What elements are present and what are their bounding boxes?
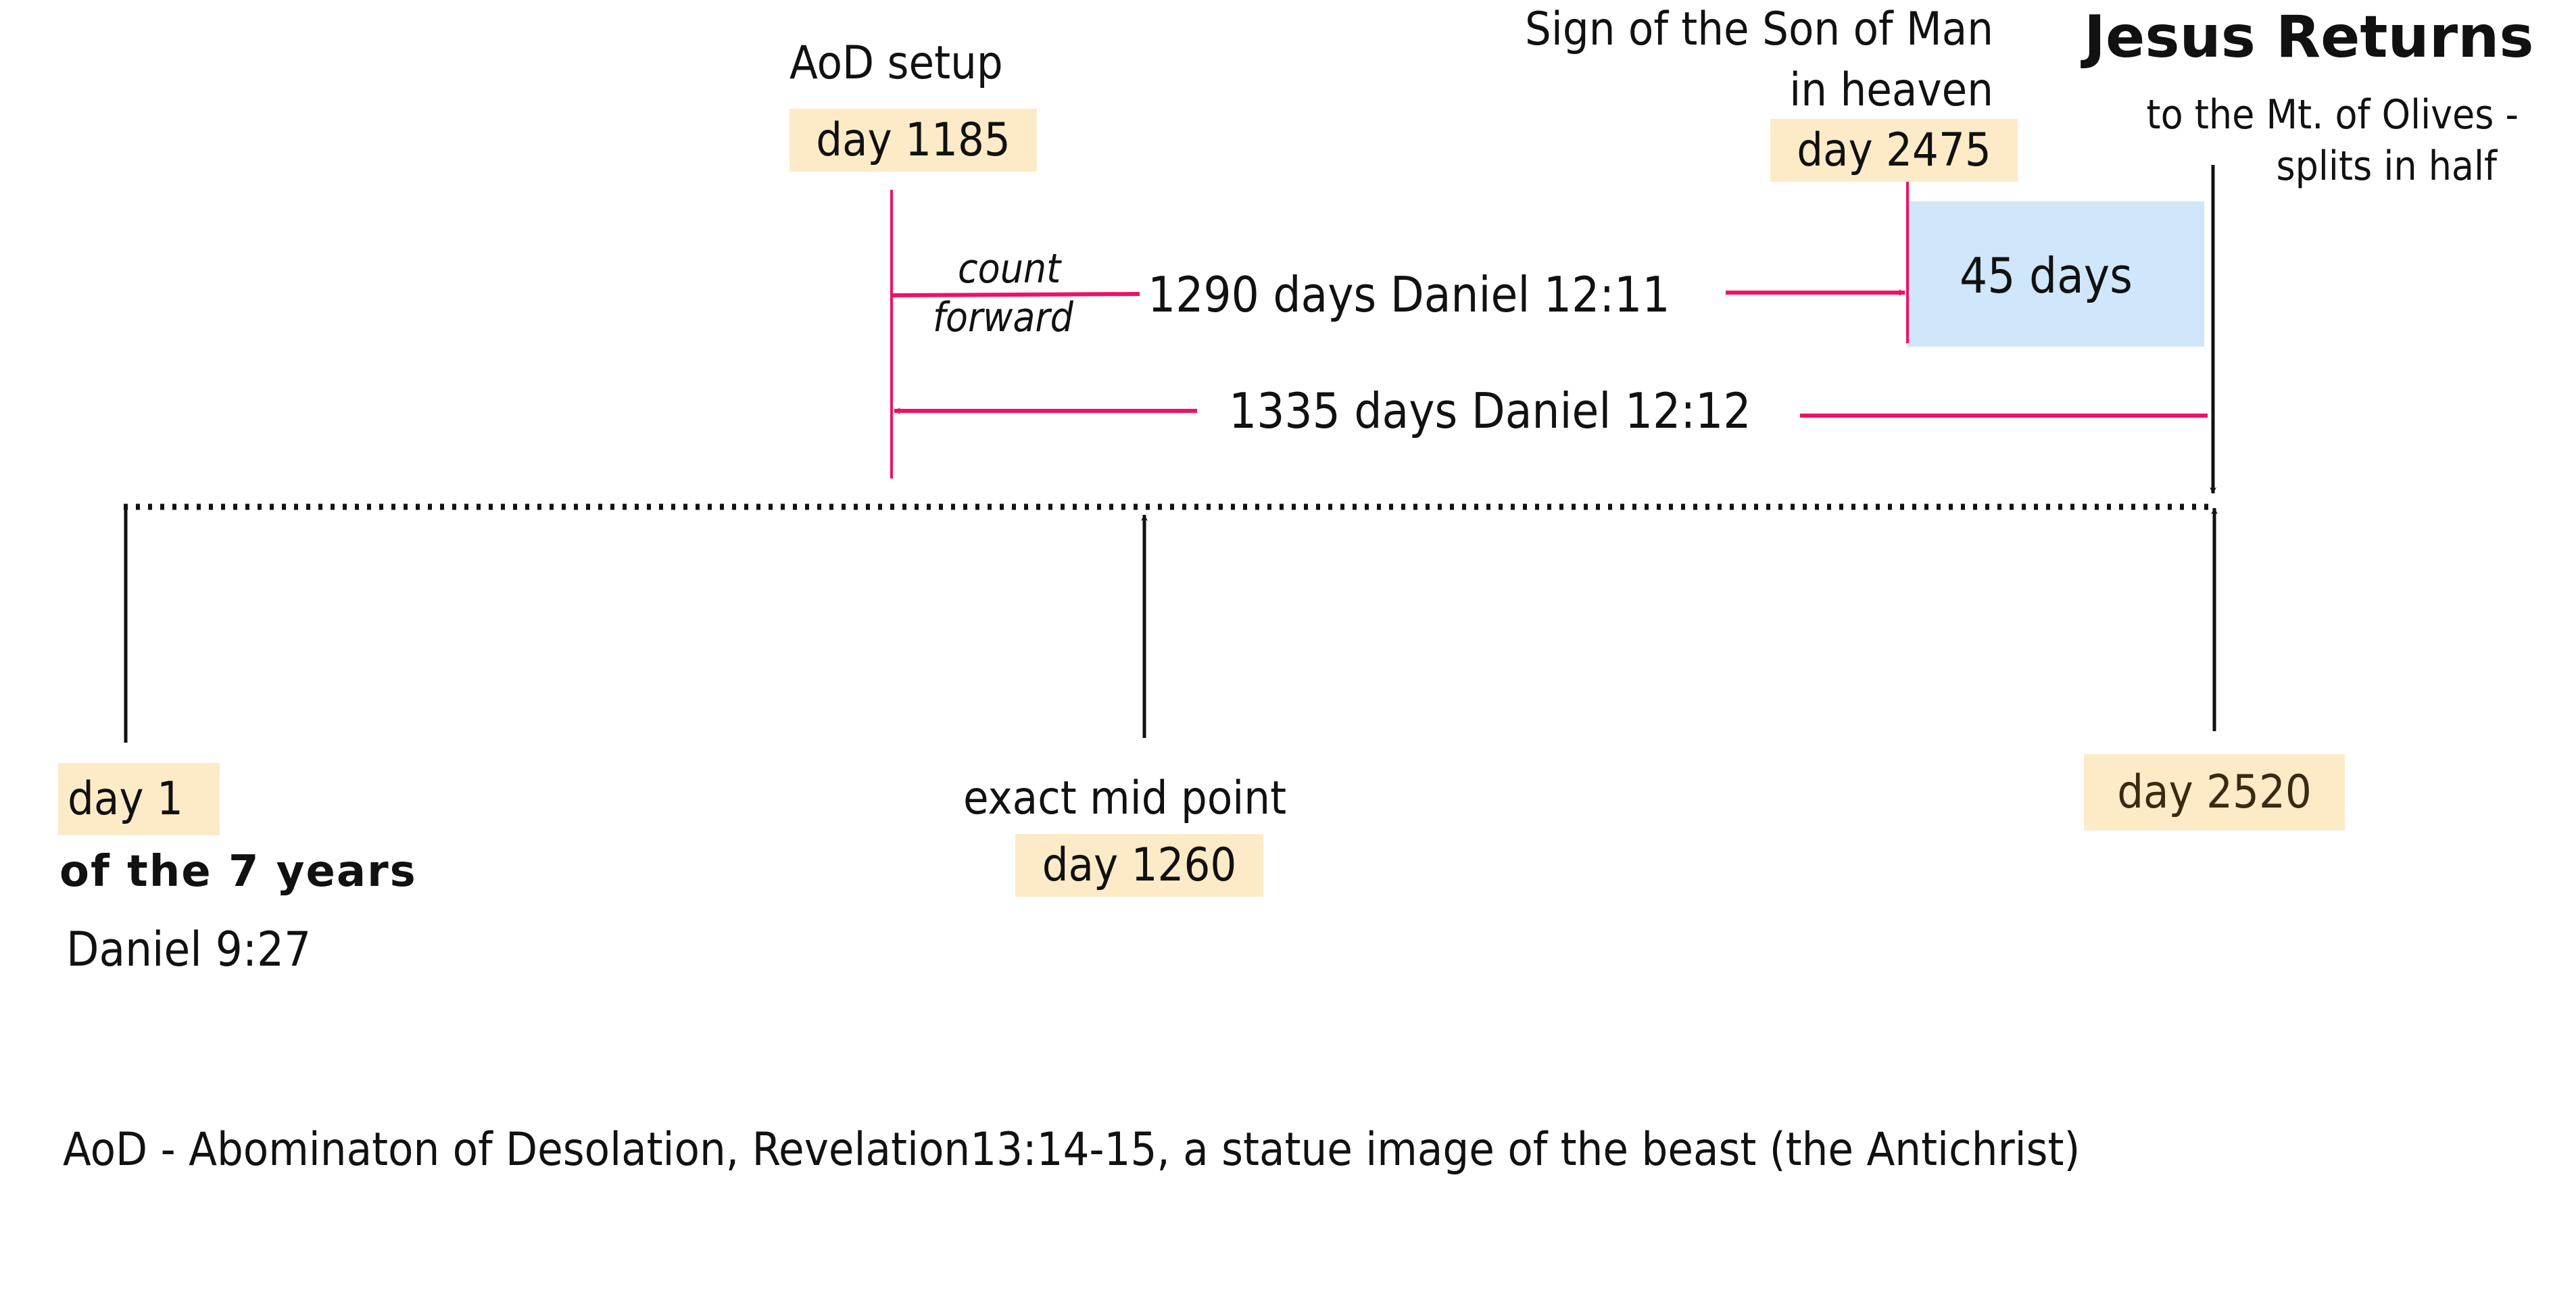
day1-label: day 1 <box>68 772 183 826</box>
45-days-period-box <box>1907 201 2204 347</box>
span-1290-label: 1290 days Daniel 12:11 <box>1148 266 1670 323</box>
span-1290-line-left <box>891 292 1140 297</box>
aod-setup-label: AoD setup <box>789 36 1003 90</box>
sign-day-badge: day 2475 <box>1770 119 2018 182</box>
count-label: count <box>958 245 1061 293</box>
day1-subtitle: of the 7 years <box>59 847 417 897</box>
jesus-returns-title: Jesus Returns <box>2084 3 2534 71</box>
day1-reference: Daniel 9:27 <box>66 922 312 977</box>
day1-badge: day 1 <box>58 763 220 835</box>
sign-label-line1: Sign of the Son of Man <box>1525 3 1993 56</box>
forward-label: forward <box>933 294 1073 341</box>
end-day-badge: day 2520 <box>2084 754 2345 831</box>
jesus-returns-line1: to the Mt. of Olives - <box>2146 91 2519 139</box>
footnote: AoD - Abominaton of Desolation, Revelati… <box>63 1123 2081 1176</box>
span-45-label: 45 days <box>1960 247 2133 304</box>
midpoint-day-badge: day 1260 <box>1015 834 1263 897</box>
sign-label-line2: in heaven <box>1789 64 1993 117</box>
aod-day-badge: day 1185 <box>789 109 1037 172</box>
jesus-returns-line2: splits in half <box>2276 143 2497 190</box>
midpoint-label: exact mid point <box>963 772 1287 825</box>
span-1335-label: 1335 days Daniel 12:12 <box>1229 382 1751 439</box>
